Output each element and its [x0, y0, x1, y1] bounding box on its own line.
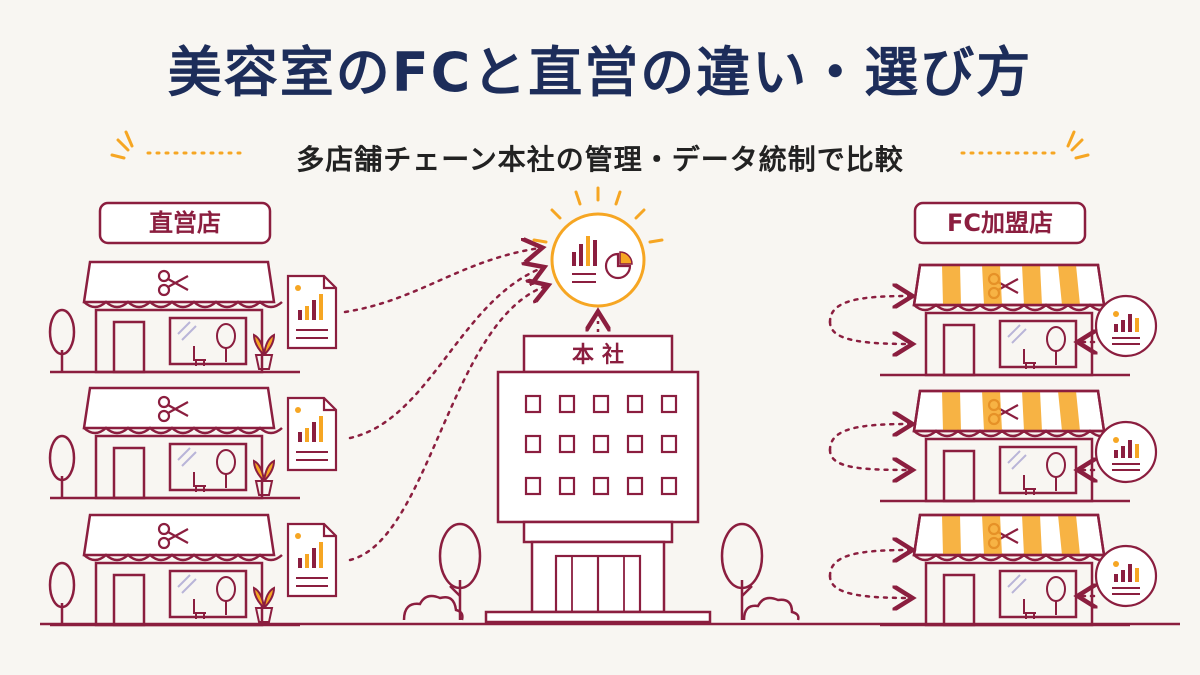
fc-flow-arrow — [828, 448, 910, 470]
direct-store-2 — [48, 386, 302, 500]
page-title: 美容室のFCと直営の違い・選び方 — [167, 41, 1033, 104]
report-document-icon — [286, 522, 338, 598]
direct-store-label: 直営店 — [149, 209, 221, 237]
fc-flow-arrow — [828, 296, 910, 324]
fc-store-2 — [878, 389, 1132, 503]
report-document-icon — [286, 274, 338, 350]
fc-store-1 — [878, 263, 1132, 377]
sparkle-left-icon — [110, 130, 134, 160]
fc-flow-arrow — [828, 550, 910, 578]
fc-store-label: FC加盟店 — [947, 209, 1053, 237]
direct-store-3 — [48, 513, 302, 627]
sparkle-right-icon — [1066, 130, 1090, 160]
direct-store-label-box: 直営店 — [98, 201, 272, 245]
fc-store-3 — [878, 513, 1132, 627]
fc-flow-arrow — [828, 320, 910, 344]
headquarters-building: 本社 — [484, 334, 712, 624]
data-flow-arrow — [343, 248, 540, 314]
fc-store-label-box: FC加盟店 — [913, 201, 1087, 245]
fc-flow-arrow — [828, 424, 910, 452]
report-circle-icon — [1094, 544, 1158, 608]
analytics-dashboard-icon — [532, 186, 664, 308]
report-circle-icon — [1094, 294, 1158, 358]
data-flow-arrow — [348, 268, 542, 440]
direct-store-1 — [48, 260, 302, 374]
report-circle-icon — [1094, 420, 1158, 484]
data-flow-arrow — [348, 286, 546, 562]
page-subtitle: 多店舗チェーン本社の管理・データ統制で比較 — [296, 143, 904, 176]
headquarters-label: 本社 — [572, 342, 632, 368]
report-document-icon — [286, 396, 338, 472]
fc-flow-arrow — [828, 574, 910, 598]
